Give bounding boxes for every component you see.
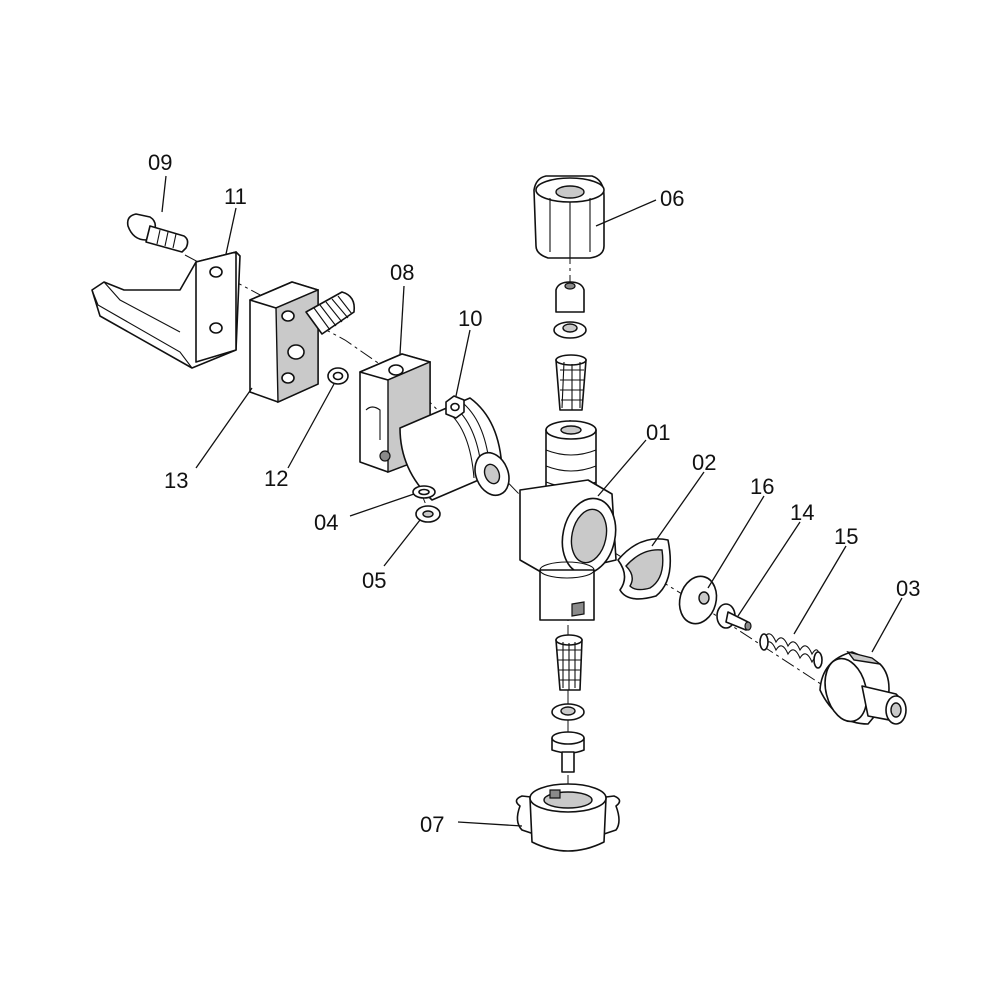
valve-cylinder — [399, 397, 510, 501]
callout-08: 08 — [390, 260, 414, 285]
disc-part-16 — [678, 575, 718, 625]
callout-05: 05 — [362, 568, 386, 593]
callout-02: 02 — [692, 450, 716, 475]
nut-part-10 — [445, 395, 465, 419]
callout-09: 09 — [148, 150, 172, 175]
ring-part-04 — [412, 485, 436, 499]
washer-part-12 — [327, 367, 349, 385]
callout-labels: 09 11 08 10 06 01 02 16 14 15 03 13 12 0… — [148, 150, 920, 837]
diaphragm-part-02 — [617, 538, 672, 600]
callout-07: 07 — [420, 812, 444, 837]
callout-03: 03 — [896, 576, 920, 601]
bracket-part-11 — [91, 251, 241, 369]
callout-13: 13 — [164, 468, 188, 493]
end-cap-part-03 — [819, 650, 907, 725]
callout-10: 10 — [458, 306, 482, 331]
bottom-fitting-stack — [551, 634, 585, 773]
callout-01: 01 — [646, 420, 670, 445]
threaded-stud — [305, 291, 356, 335]
callout-15: 15 — [834, 524, 858, 549]
spring-part-15 — [759, 633, 823, 669]
top-fitting-stack — [553, 281, 587, 411]
tee-body-part-01 — [519, 420, 617, 621]
callout-16: 16 — [750, 474, 774, 499]
callout-11: 11 — [224, 184, 247, 209]
ring-part-05 — [415, 505, 441, 523]
bolt-part-09 — [126, 213, 189, 253]
pin-part-14 — [716, 603, 752, 631]
callout-06: 06 — [660, 186, 684, 211]
cap-part-06 — [533, 175, 605, 259]
callout-12: 12 — [264, 466, 288, 491]
leader-lines — [161, 175, 903, 827]
callout-14: 14 — [790, 500, 814, 525]
block-part-13 — [249, 281, 319, 404]
callout-04: 04 — [314, 510, 338, 535]
wing-nut-part-07 — [515, 783, 621, 852]
